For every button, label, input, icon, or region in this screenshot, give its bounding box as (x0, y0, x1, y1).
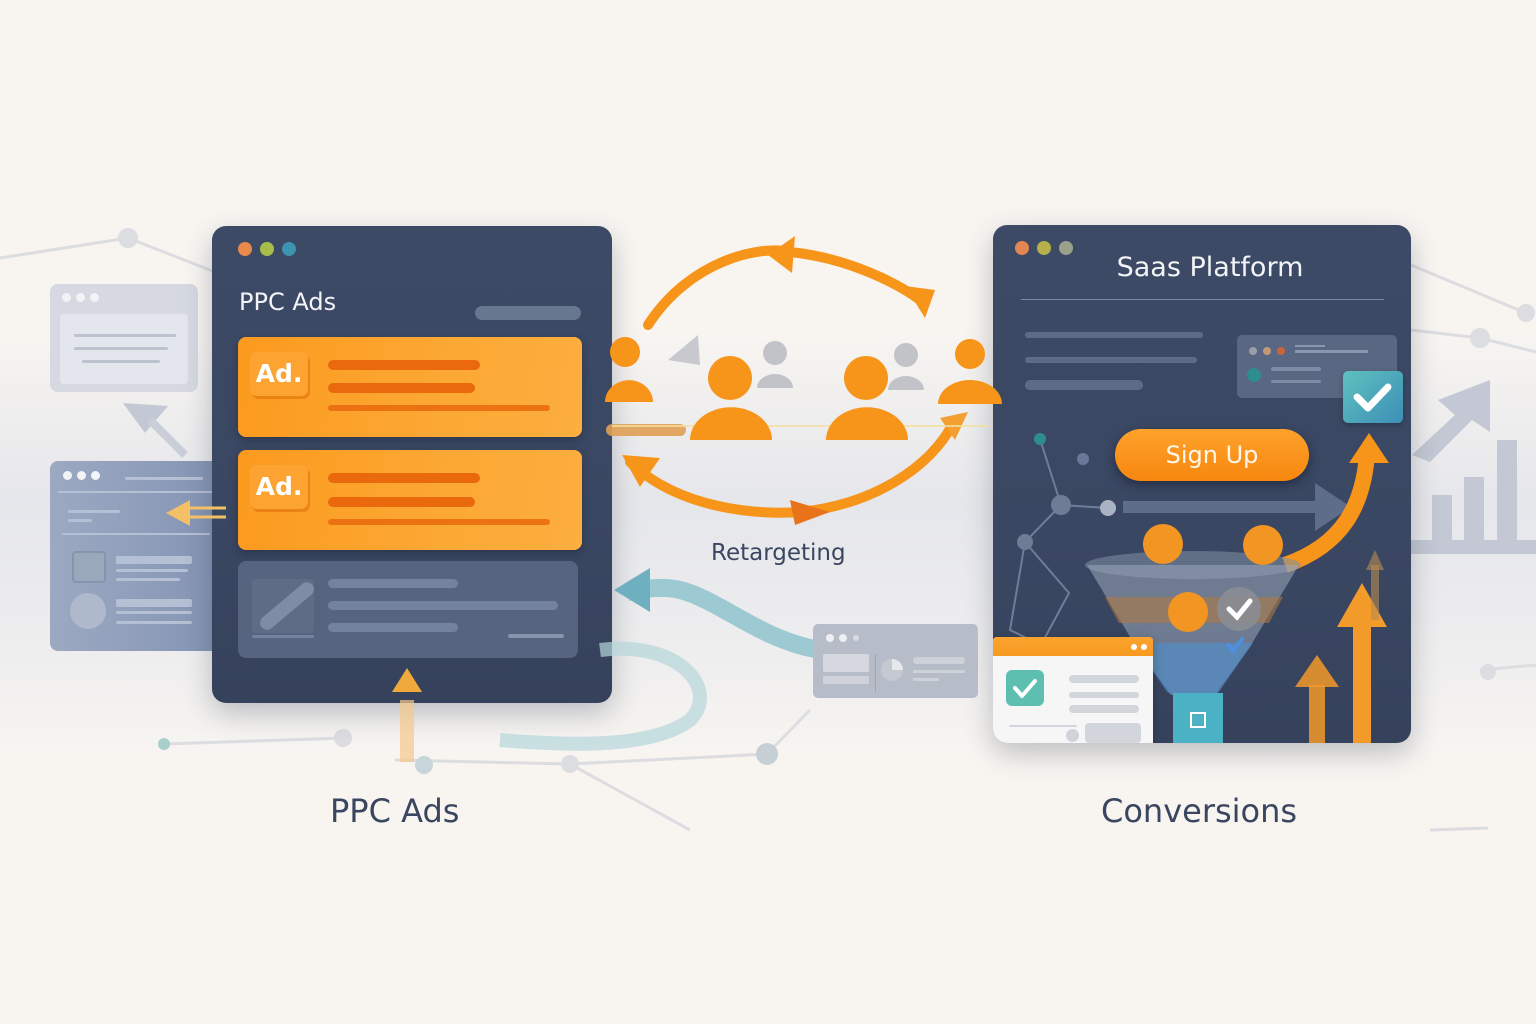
ad-badge-icon: Ad. (250, 465, 308, 509)
check-bubble-icon (1343, 371, 1403, 423)
window-dot-blue[interactable] (282, 242, 296, 256)
retargeting-label: Retargeting (711, 540, 846, 566)
window-dot-yellow[interactable] (1037, 241, 1051, 255)
panel-title: Saas Platform (1116, 252, 1304, 283)
sign-up-button[interactable]: Sign Up (1115, 429, 1309, 481)
window-dots-icon (62, 293, 99, 302)
title-divider (1021, 299, 1384, 300)
bar-chart-up-arrow-icon (1410, 380, 1536, 554)
draft-ad-card[interactable] (238, 561, 578, 658)
pie-chart-icon (881, 659, 903, 681)
window-controls (1015, 241, 1073, 255)
avatar-placeholder-icon (70, 593, 106, 629)
checkbox-icon (72, 551, 106, 583)
window-dot-orange[interactable] (238, 242, 252, 256)
window-controls (238, 242, 296, 256)
growth-arrow-icon (1295, 550, 1387, 743)
search-bar-placeholder[interactable] (475, 306, 581, 320)
saas-platform-panel: Saas Platform Sign Up (993, 225, 1411, 743)
checkbox-checked-icon[interactable] (1006, 670, 1044, 706)
signup-form-card[interactable] (993, 637, 1153, 743)
person-icon (605, 337, 1002, 440)
ad-badge-icon: Ad. (250, 352, 308, 396)
window-dots-icon (63, 471, 100, 480)
window-dot-orange[interactable] (1015, 241, 1029, 255)
ghost-dashboard-window (50, 461, 220, 651)
window-dot-green[interactable] (260, 242, 274, 256)
ppc-ads-panel: PPC Ads Ad. Ad. (212, 226, 612, 703)
panel-title: PPC Ads (239, 288, 337, 316)
ghost-browser-window (50, 284, 198, 392)
caption-ppc-ads: PPC Ads (330, 792, 460, 830)
ad-card-2[interactable]: Ad. (238, 450, 582, 550)
ad-card-1[interactable]: Ad. (238, 337, 582, 437)
conversion-graphics (1008, 433, 1389, 743)
person-icon (757, 341, 924, 390)
ghost-content-box (60, 314, 188, 384)
form-header (993, 637, 1153, 656)
caption-conversions: Conversions (1101, 792, 1298, 830)
window-dot-gray[interactable] (1059, 241, 1073, 255)
dashboard-thumbnail-window (813, 624, 978, 698)
